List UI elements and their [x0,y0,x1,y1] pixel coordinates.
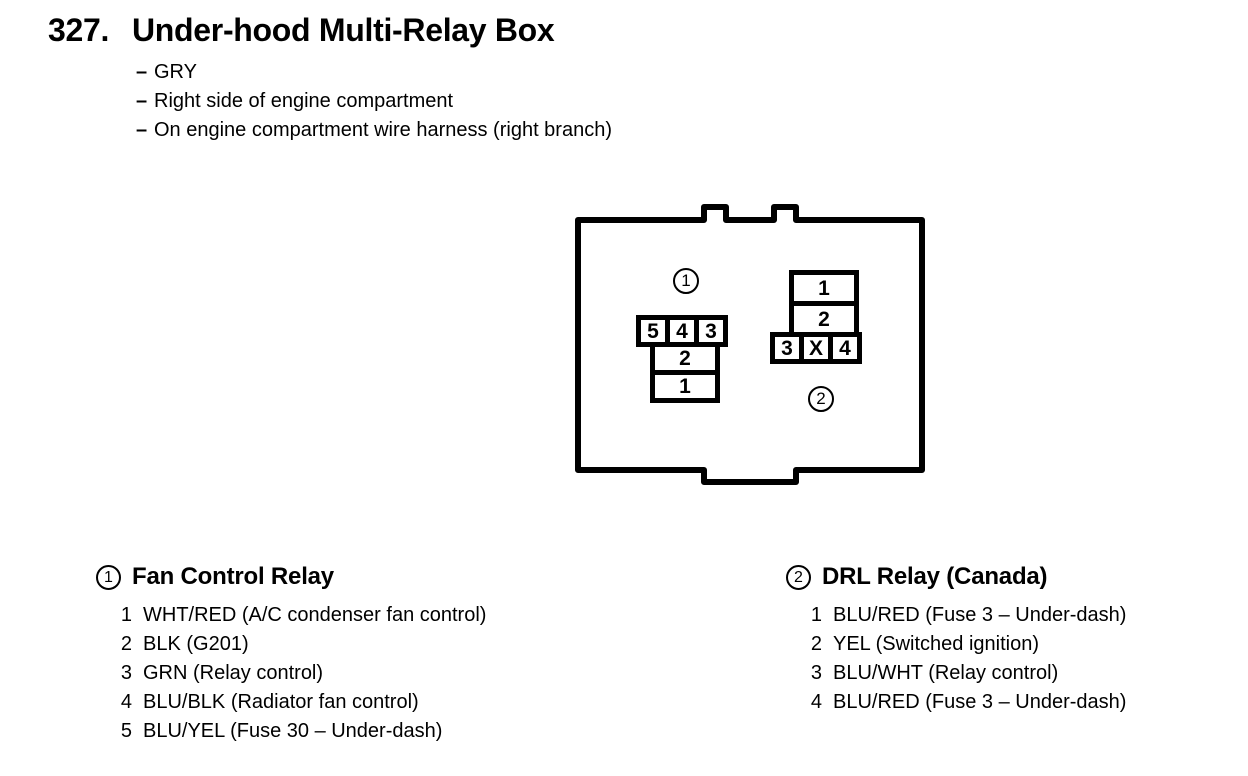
legend-fan-control-relay: 1 Fan Control Relay 1 WHT/RED (A/C conde… [96,560,656,746]
callout-marker-1: 1 [673,268,699,294]
callout-marker-2: 2 [808,386,834,412]
legend-pin-number: 4 [810,691,822,713]
header-detail-text: GRY [154,61,197,83]
legend-row: 5 BLU/YEL (Fuse 30 – Under-dash) [96,717,656,746]
legend-pin-number: 4 [120,691,132,713]
legend-row: 2 YEL (Switched ignition) [786,630,1226,659]
legend-row: 1 WHT/RED (A/C condenser fan control) [96,601,656,630]
connector-1-top-row: 5 4 3 [636,315,728,347]
relay-box-outline-shape [575,204,925,485]
legend-row: 4 BLU/BLK (Radiator fan control) [96,688,656,717]
legend-pin-description: BLU/WHT (Relay control) [833,662,1059,684]
legend-pin-description: WHT/RED (A/C condenser fan control) [143,604,487,626]
pin-cell-unused: X [799,332,833,364]
dash-marker: – [136,119,148,141]
connector-2-upper-stack: 1 2 [789,270,862,337]
legend-row: 4 BLU/RED (Fuse 3 – Under-dash) [786,688,1226,717]
connector-2-bottom-row: 3 X 4 [770,332,862,364]
legend-title: Fan Control Relay [132,563,334,590]
legend-pin-number: 5 [120,720,132,742]
legend-pin-number: 2 [810,633,822,655]
pin-cell: 1 [650,370,720,403]
relay-box-figure: 1 2 5 4 3 2 1 1 2 3 X 4 [560,190,940,500]
pin-cell: 4 [828,332,862,364]
header-detail-text: Right side of engine compartment [154,90,454,112]
legend-heading: 1 Fan Control Relay [96,560,656,594]
header-block: 327.Under-hood Multi-Relay Box –GRY –Rig… [48,10,1148,145]
legend-title: DRL Relay (Canada) [822,563,1048,590]
header-detail-item: –GRY [136,58,1148,87]
legend-pin-number: 3 [120,662,132,684]
dash-marker: – [136,61,148,83]
page-title: 327. Under-hood Multi-Relay Box [48,10,1148,50]
legend-row: 1 BLU/RED (Fuse 3 – Under-dash) [786,601,1226,630]
legend-pin-description: GRN (Relay control) [143,662,324,684]
header-detail-item: –Right side of engine compartment [136,87,1148,116]
legend-pin-description: BLU/YEL (Fuse 30 – Under-dash) [143,720,443,742]
legend-pin-number: 2 [120,633,132,655]
legend-row-list: 1 BLU/RED (Fuse 3 – Under-dash) 2 YEL (S… [786,601,1226,717]
connector-1-lower-stack: 2 1 [650,342,728,403]
connector-2-pinout: 1 2 3 X 4 [770,270,862,364]
legend-pin-description: BLK (G201) [143,633,249,655]
dash-marker: – [136,90,148,112]
page-title-text: Under-hood Multi-Relay Box [132,12,555,48]
header-detail-text: On engine compartment wire harness (righ… [154,119,612,141]
legend-row: 3 GRN (Relay control) [96,659,656,688]
legend-pin-description: BLU/BLK (Radiator fan control) [143,691,419,713]
legend-row: 2 BLK (G201) [96,630,656,659]
legend-pin-description: BLU/RED (Fuse 3 – Under-dash) [833,691,1127,713]
legend-heading: 2 DRL Relay (Canada) [786,560,1226,594]
legend-pin-description: BLU/RED (Fuse 3 – Under-dash) [833,604,1127,626]
legend-pin-number: 3 [810,662,822,684]
legend-badge: 2 [786,564,811,590]
header-detail-item: –On engine compartment wire harness (rig… [136,116,1148,145]
legend-drl-relay: 2 DRL Relay (Canada) 1 BLU/RED (Fuse 3 –… [786,560,1226,717]
pin-cell: 1 [789,270,859,306]
legend-row-list: 1 WHT/RED (A/C condenser fan control) 2 … [96,601,656,746]
page-title-number: 327. [48,12,110,48]
legend-pin-number: 1 [120,604,132,626]
legend-pin-number: 1 [810,604,822,626]
header-detail-list: –GRY –Right side of engine compartment –… [136,58,1148,145]
legend-row: 3 BLU/WHT (Relay control) [786,659,1226,688]
legend-pin-description: YEL (Switched ignition) [833,633,1040,655]
connector-1-pinout: 5 4 3 2 1 [636,315,728,403]
legend-badge: 1 [96,564,121,590]
